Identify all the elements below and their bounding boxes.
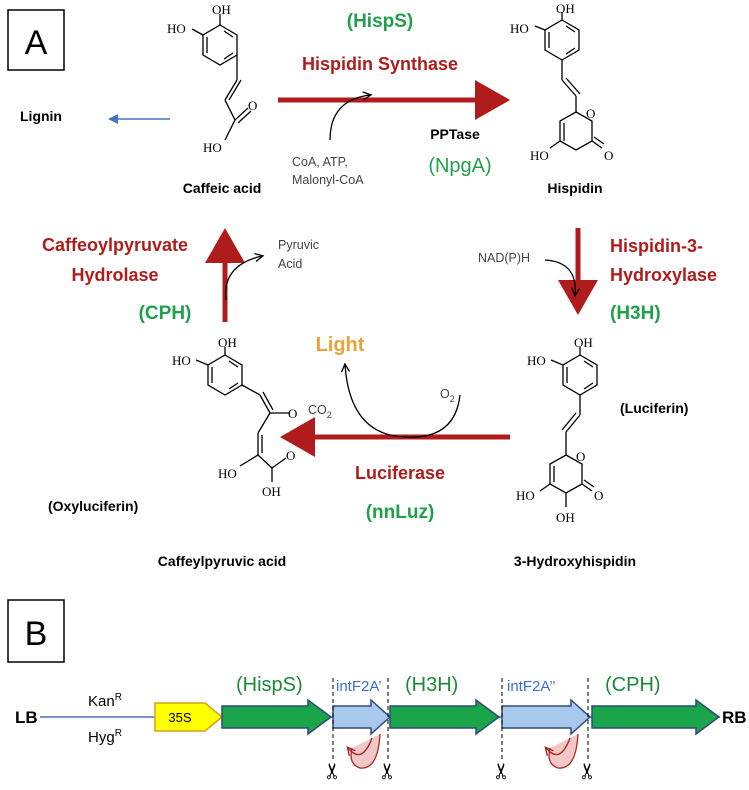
nadph-label: NAD(P)H (478, 251, 530, 265)
oxyluciferin-label: (Oxyluciferin) (48, 498, 138, 514)
lignin-label: Lignin (20, 108, 62, 124)
gene-cph-label: (CPH) (605, 674, 661, 696)
cph-name-line-1: Caffeoylpyruvate (42, 235, 188, 255)
cofactor-line-2: Malonyl-CoA (292, 173, 364, 187)
linker-intf2a-1 (332, 698, 392, 736)
caffeic-acid-label: Caffeic acid (183, 180, 262, 196)
luciferin-label: (Luciferin) (620, 400, 688, 416)
cpa-oh2-label: OH (262, 484, 281, 499)
gene-cph (591, 698, 721, 736)
hispidin-synthase-label: Hispidin Synthase (302, 54, 458, 74)
pyruvic-line-2: Acid (278, 257, 302, 271)
gene-h3h-label: (H3H) (405, 674, 458, 696)
h3h-label: (H3H) (610, 303, 661, 324)
nnluz-label: (nnLuz) (366, 502, 435, 523)
linker-2-label: intF2A’’ (507, 678, 556, 695)
cleave-arrow-1 (348, 737, 373, 755)
hhisp-ho2-label: HO (516, 488, 535, 503)
gene-hisps (221, 698, 333, 736)
panel-b: B LB RB KanR HygR 35S (HispS) (H3H) (CPH… (7, 599, 747, 780)
scissors-icon: ✂ (320, 762, 345, 780)
gene-h3h (389, 698, 501, 736)
cofactor-line-1: CoA, ATP, (292, 155, 348, 169)
hispidin-ho-label: HO (510, 21, 529, 36)
caffeic-ho2-label: HO (203, 140, 222, 155)
h3h-name-line-1: Hispidin-3- (610, 236, 703, 256)
panel-b-label: B (25, 615, 48, 653)
co2-label: CO2 (308, 403, 332, 420)
cofactor-arrow (329, 95, 370, 141)
caffeic-acid-structure: OH HO HO O (167, 2, 257, 155)
kan-label: KanR (88, 692, 122, 710)
o2-label: O2 (440, 387, 455, 404)
cpa-oh-label: OH (218, 335, 237, 350)
hispidin-oh-label: OH (556, 1, 575, 16)
panel-a-label: A (25, 24, 48, 62)
luciferase-cofactor-arrow (345, 365, 461, 438)
scissors-icon: ✂ (375, 762, 400, 780)
panel-b-box (7, 599, 65, 663)
cph-name-line-2: Hydrolase (71, 265, 158, 285)
light-label: Light (316, 334, 365, 356)
hhisp-oh2-label: OH (556, 510, 575, 525)
hydroxyhispidin-label: 3-Hydroxyhispidin (514, 553, 636, 569)
npga-label: (NpgA) (428, 155, 491, 177)
pptase-label: PPTase (430, 126, 480, 142)
lb-label: LB (15, 708, 38, 727)
hispidin-ring-o-label: O (586, 106, 595, 121)
panel-a: A OH HO HO O Caffeic acid Lignin (HispS) (7, 1, 717, 569)
caffeylpyruvic-label: Caffeylpyruvic acid (158, 553, 286, 569)
hhisp-oh-label: OH (574, 335, 593, 350)
hisps-label: (HispS) (347, 11, 414, 32)
promoter-label: 35S (168, 710, 191, 725)
cpa-o2-label: O (286, 448, 295, 463)
cleave-arrow-2 (546, 737, 571, 755)
rb-label: RB (722, 708, 747, 727)
caffeic-ho-label: HO (167, 21, 186, 36)
hispidin-label: Hispidin (547, 180, 602, 196)
hispidin-ho2-label: HO (530, 148, 549, 163)
hispidin-keto-o-label: O (604, 148, 613, 163)
hispidin-structure: OH HO O O HO (510, 1, 613, 163)
cph-label: (CPH) (139, 303, 192, 324)
luciferase-label: Luciferase (355, 463, 445, 483)
scissors-icon: ✂ (575, 762, 600, 780)
cpa-o-label: O (288, 406, 297, 421)
caffeylpyruvic-structure: OH HO O HO O OH (172, 335, 297, 499)
promoter-35s (154, 702, 224, 732)
hyg-label: HygR (88, 728, 122, 746)
nadph-arrow (544, 259, 575, 295)
hydroxyhispidin-structure: OH HO O O HO OH (516, 335, 603, 525)
hhisp-ring-o-label: O (576, 449, 585, 464)
cpa-ho-label: HO (172, 353, 191, 368)
hhisp-keto-o-label: O (594, 488, 603, 503)
linker-intf2a-2 (501, 698, 592, 736)
pyruvic-arrow (225, 256, 262, 301)
gene-hisps-label: (HispS) (236, 674, 303, 696)
linker-1-label: intF2A’ (336, 678, 382, 695)
panel-a-box (7, 9, 65, 71)
pyruvic-line-1: Pyruvic (278, 238, 319, 252)
h3h-name-line-2: Hydroxylase (610, 265, 717, 285)
cpa-ho2-label: HO (218, 466, 237, 481)
hhisp-ho-label: HO (527, 353, 546, 368)
scissors-icon: ✂ (489, 762, 514, 780)
caffeic-oh-label: OH (212, 2, 231, 17)
caffeic-o-label: O (248, 98, 257, 113)
